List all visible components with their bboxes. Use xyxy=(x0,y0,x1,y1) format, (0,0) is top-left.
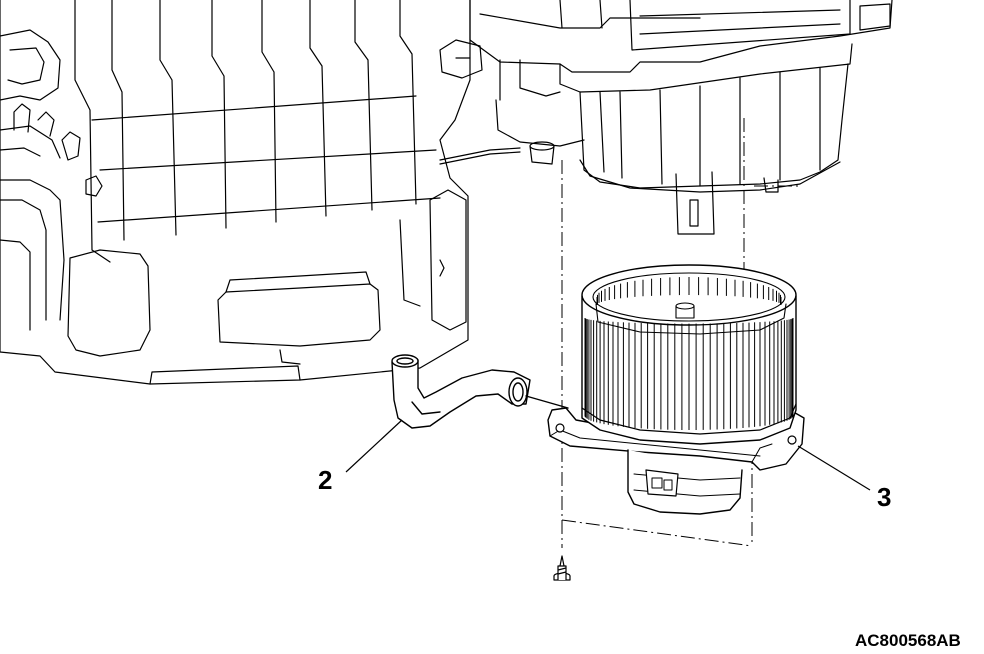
mounting-screw xyxy=(554,556,570,580)
fan-blades xyxy=(585,277,793,430)
leader-lines xyxy=(346,420,870,490)
blower-case xyxy=(440,0,892,234)
motor-leader-line xyxy=(798,446,870,490)
motor-callout-number: 3 xyxy=(877,482,892,512)
drain-hose xyxy=(392,355,568,428)
hose-leader-line xyxy=(346,420,402,472)
figure-id-label: AC800568AB xyxy=(855,631,961,650)
hose-callout-number: 2 xyxy=(318,465,333,495)
heater-unit-housing xyxy=(0,0,470,384)
